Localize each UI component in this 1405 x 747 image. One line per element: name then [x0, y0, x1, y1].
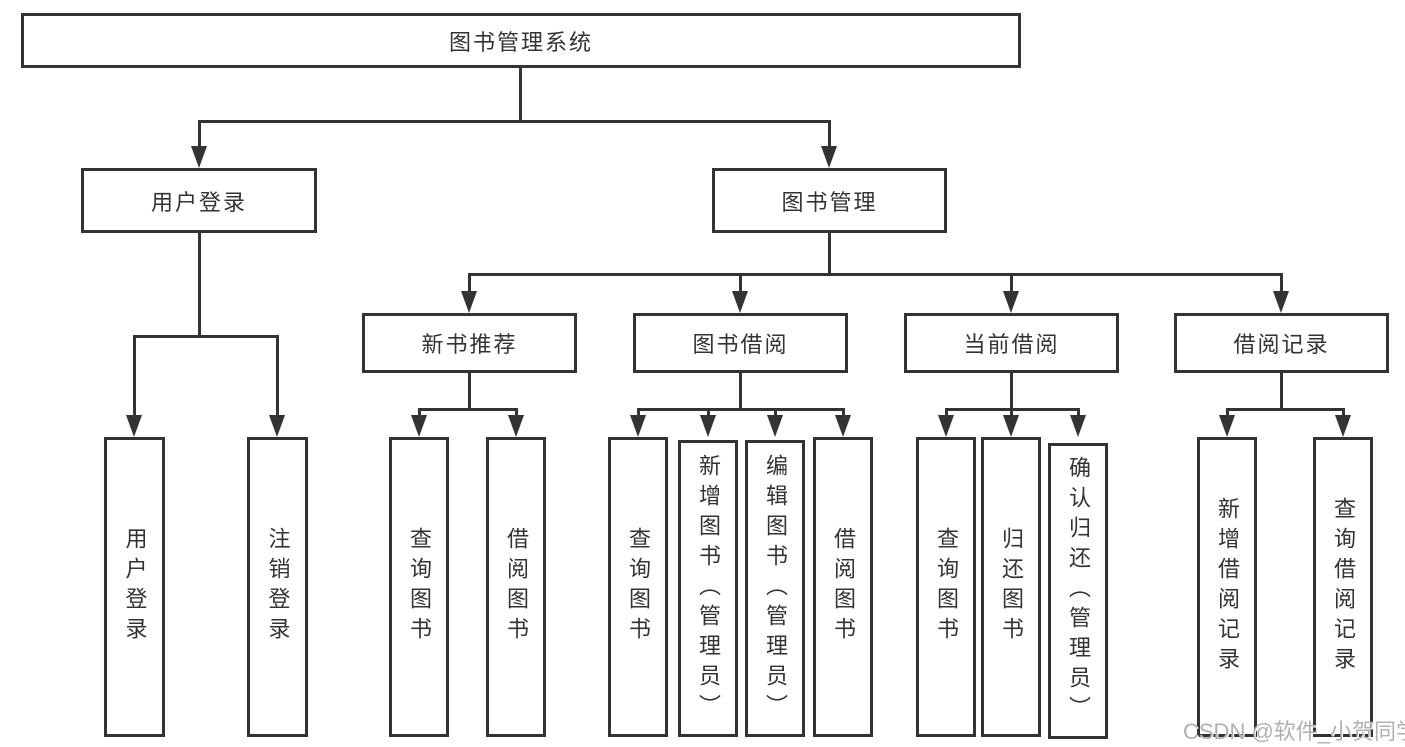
arrowhead-down-icon: [1070, 415, 1086, 437]
connector-hline: [1226, 408, 1345, 411]
leaf-add-book-admin: 新增图书（管理员）: [678, 440, 738, 737]
csdn-watermark: CSDN @软件_小贺同学: [1183, 719, 1405, 744]
connector-vline: [1280, 273, 1283, 293]
leaf-label: 编辑图书（管理员）: [763, 453, 788, 724]
connector-vline: [739, 373, 742, 411]
leaf-label: 用户登录: [122, 527, 148, 647]
arrowhead-down-icon: [835, 415, 851, 437]
leaf-confirm-return-admin: 确认归还（管理员）: [1048, 443, 1108, 739]
node-new-book-recommend: 新书推荐: [362, 313, 577, 373]
leaf-query-books-new: 查询图书: [389, 437, 449, 737]
connector-vline: [637, 408, 640, 417]
leaf-query-borrow-record: 查询借阅记录: [1313, 437, 1373, 737]
arrowhead-down-icon: [630, 415, 646, 437]
node-book-management: 图书管理: [712, 168, 947, 233]
connector-vline: [198, 233, 201, 337]
node-label: 借阅记录: [1233, 332, 1330, 357]
arrowhead-down-icon: [938, 415, 954, 437]
node-label: 图书管理: [781, 189, 878, 215]
connector-hline: [133, 335, 279, 338]
connector-vline: [945, 408, 948, 417]
leaf-label: 归还图书: [999, 527, 1024, 647]
connector-vline: [707, 408, 710, 417]
arrowhead-down-icon: [700, 415, 716, 437]
arrowhead-down-icon: [1273, 291, 1289, 313]
leaf-user-login: 用户登录: [104, 437, 165, 737]
node-library-management-system: 图书管理系统: [21, 13, 1021, 68]
connector-vline: [739, 273, 742, 293]
connector-vline: [198, 120, 201, 148]
leaf-label: 注销登录: [265, 527, 291, 647]
connector-vline: [1342, 408, 1345, 417]
leaf-label: 新增图书（管理员）: [696, 453, 721, 724]
leaf-query-books-borrow: 查询图书: [608, 437, 668, 737]
connector-vline: [1010, 408, 1013, 417]
connector-vline: [1077, 408, 1080, 417]
arrowhead-down-icon: [461, 291, 477, 313]
arrowhead-down-icon: [767, 415, 783, 437]
arrowhead-down-icon: [821, 146, 837, 168]
connector-vline: [828, 120, 831, 148]
connector-vline: [828, 233, 831, 276]
leaf-label: 确认归还（管理员）: [1066, 456, 1091, 726]
leaf-label: 查询图书: [934, 527, 959, 647]
node-book-borrowing: 图书借阅: [633, 313, 848, 373]
node-current-borrowing: 当前借阅: [904, 313, 1119, 373]
connector-vline: [418, 408, 421, 417]
leaf-borrow-books-new: 借阅图书: [486, 437, 546, 737]
leaf-label: 查询图书: [626, 527, 651, 647]
node-label: 当前借阅: [963, 332, 1060, 357]
leaf-label: 借阅图书: [831, 527, 856, 647]
connector-vline: [1226, 408, 1229, 417]
leaf-label: 查询图书: [407, 527, 432, 647]
leaf-edit-book-admin: 编辑图书（管理员）: [745, 440, 805, 737]
arrowhead-down-icon: [732, 291, 748, 313]
leaf-label: 新增借阅记录: [1215, 497, 1240, 677]
arrowhead-down-icon: [1219, 415, 1235, 437]
arrowhead-down-icon: [508, 415, 524, 437]
connector-vline: [519, 68, 522, 121]
arrowhead-down-icon: [1003, 291, 1019, 313]
arrowhead-down-icon: [126, 415, 142, 437]
connector-vline: [842, 408, 845, 417]
connector-vline: [1280, 373, 1283, 411]
arrowhead-down-icon: [1335, 415, 1351, 437]
connector-vline: [1010, 273, 1013, 293]
arrowhead-down-icon: [269, 415, 285, 437]
node-label: 图书借阅: [692, 332, 789, 357]
leaf-return-book: 归还图书: [981, 437, 1041, 737]
leaf-label: 查询借阅记录: [1331, 497, 1356, 677]
leaf-borrow-books: 借阅图书: [813, 437, 873, 737]
connector-vline: [515, 408, 518, 417]
arrowhead-down-icon: [1003, 415, 1019, 437]
arrowhead-down-icon: [411, 415, 427, 437]
connector-vline: [468, 273, 471, 293]
leaf-logout: 注销登录: [247, 437, 308, 737]
connector-hline: [637, 408, 845, 411]
node-borrow-records: 借阅记录: [1174, 313, 1389, 373]
node-label: 新书推荐: [421, 332, 518, 357]
connector-vline: [1010, 373, 1013, 411]
connector-hline: [418, 408, 518, 411]
node-label: 图书管理系统: [448, 29, 593, 55]
connector-vline: [276, 335, 279, 417]
connector-vline: [133, 335, 136, 417]
connector-vline: [468, 373, 471, 411]
connector-hline: [468, 273, 1283, 276]
connector-vline: [774, 408, 777, 417]
leaf-label: 借阅图书: [504, 527, 529, 647]
node-user-login: 用户登录: [81, 168, 317, 233]
leaf-query-books-current: 查询图书: [916, 437, 976, 737]
connector-hline: [198, 120, 831, 123]
node-label: 用户登录: [150, 189, 247, 215]
leaf-add-borrow-record: 新增借阅记录: [1197, 437, 1257, 737]
arrowhead-down-icon: [191, 146, 207, 168]
